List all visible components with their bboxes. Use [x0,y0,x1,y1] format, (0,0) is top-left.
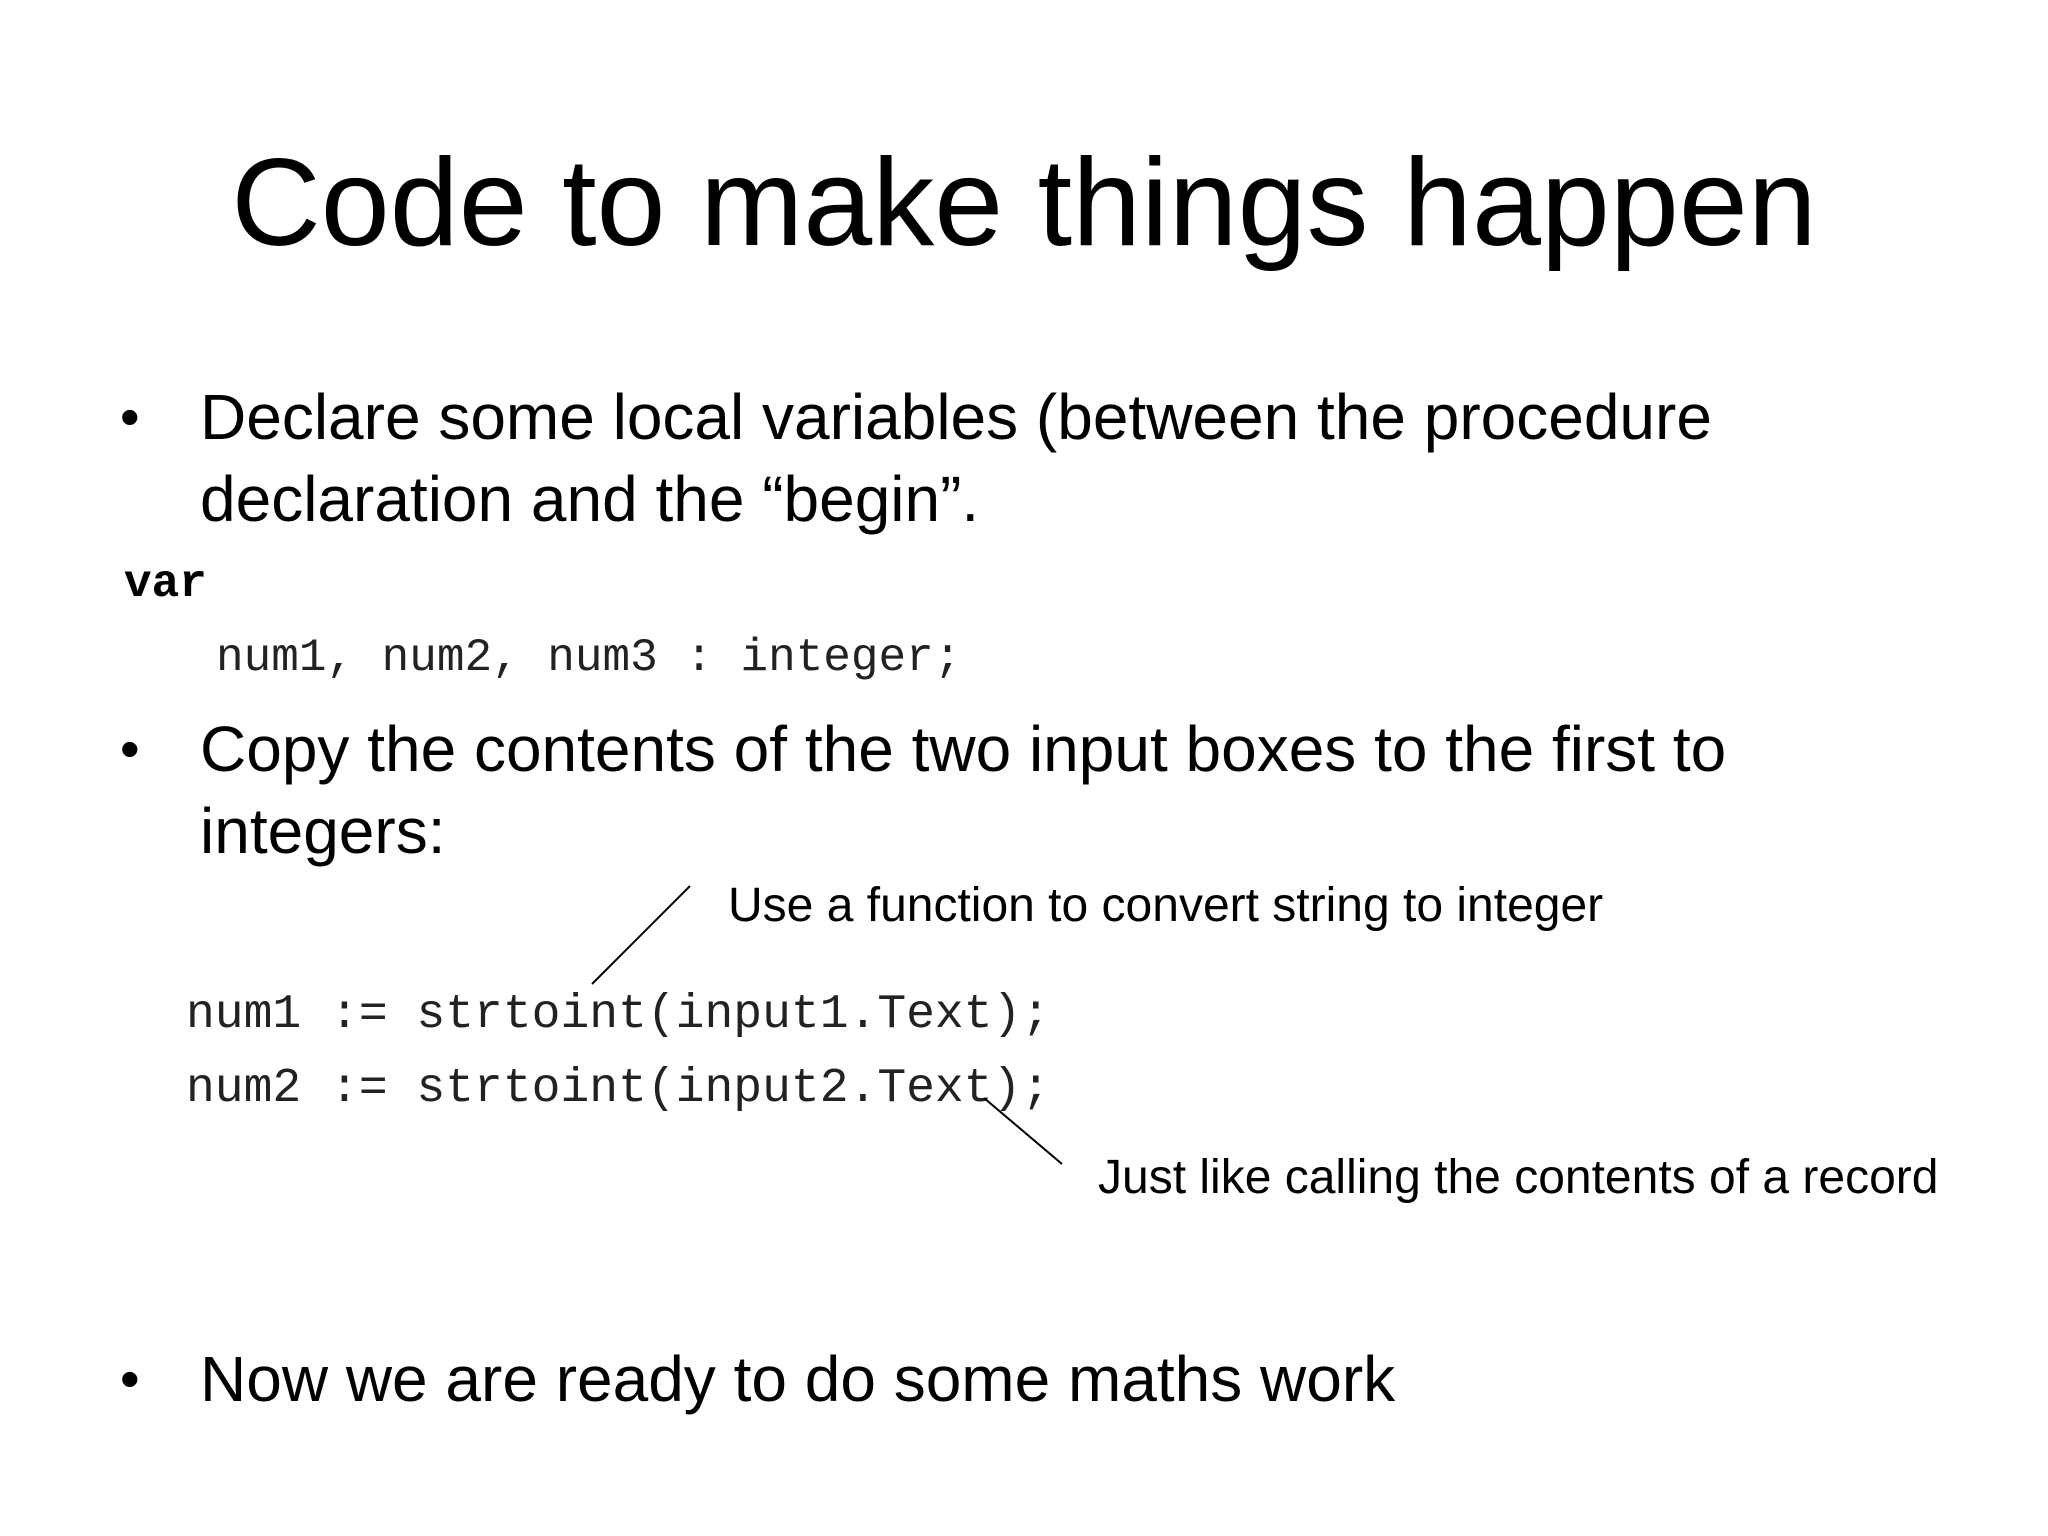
annotation-record-note: Just like calling the contents of a reco… [1098,1151,1939,1204]
code-declaration: num1, num2, num3 : integer; [216,632,962,684]
code-var-keyword: var [124,558,207,610]
bullet-ready-maths: • Now we are ready to do some maths work [120,1338,1900,1420]
bullet-text: Declare some local variables (between th… [200,381,1712,535]
code-line-num1: num1 := strtoint(input1.Text); [186,988,1051,1042]
annotation-function-note: Use a function to convert string to inte… [728,879,1604,932]
code-line-num2: num2 := strtoint(input2.Text); [186,1062,1051,1116]
bullet-symbol: • [120,717,140,780]
slide-title: Code to make things happen [231,134,1817,272]
bullet-declare-variables: • Declare some local variables (between … [120,376,1900,540]
bullet-symbol: • [120,1347,140,1410]
leader-line-function [591,885,691,985]
bullet-symbol: • [120,385,140,448]
bullet-text: Copy the contents of the two input boxes… [200,713,1727,867]
bullet-text: Now we are ready to do some maths work [200,1343,1396,1415]
bullet-copy-contents: • Copy the contents of the two input box… [120,708,1900,872]
